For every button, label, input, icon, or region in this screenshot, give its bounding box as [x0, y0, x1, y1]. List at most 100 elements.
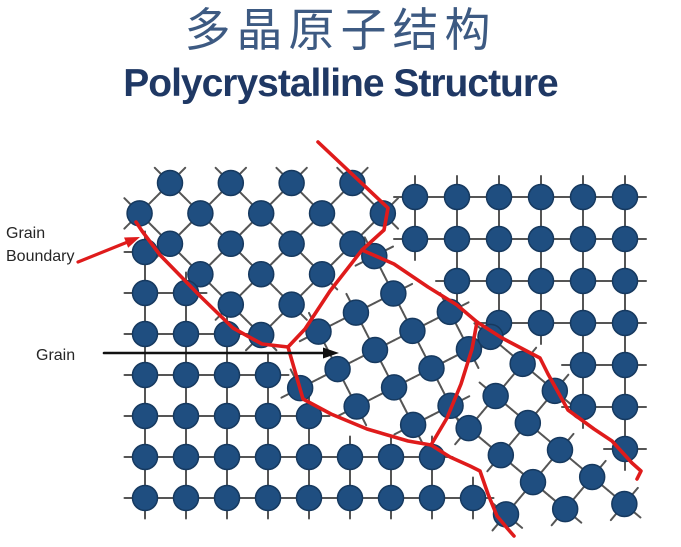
atom [514, 409, 542, 437]
atom [485, 183, 513, 211]
atom [254, 443, 282, 471]
atom [569, 309, 597, 337]
atom [377, 443, 405, 471]
page-title-english: Polycrystalline Structure [123, 62, 559, 105]
atom [308, 260, 336, 288]
atom [611, 225, 639, 253]
grain-arrow [102, 347, 339, 359]
atom [482, 382, 509, 410]
atom [217, 291, 245, 318]
atom [509, 350, 536, 378]
atom [418, 484, 446, 512]
atom [305, 318, 332, 345]
atom [156, 230, 184, 258]
atom [611, 351, 639, 379]
grain-boundary-line-bl-br-boundary [429, 443, 516, 538]
atom [339, 230, 366, 258]
atom [172, 484, 200, 512]
page-title-chinese: 多晶原子结构 [184, 4, 497, 56]
atom [213, 484, 241, 512]
grain-boundary-line-middle-top-right-side [360, 248, 479, 324]
atom [611, 309, 639, 337]
atom [187, 200, 214, 227]
atom [611, 267, 639, 295]
atom [418, 443, 446, 471]
atom [611, 183, 639, 211]
atom [254, 361, 282, 389]
atom [380, 280, 407, 307]
atom [131, 443, 159, 471]
atom [247, 200, 275, 227]
atom [569, 225, 597, 253]
atom [527, 183, 555, 211]
grain-top-left-atoms [126, 169, 397, 349]
atom [324, 355, 351, 383]
atom [611, 490, 638, 518]
atom [131, 361, 159, 389]
grain-boundary-line-right-br-boundary [475, 320, 643, 481]
atom [126, 200, 153, 227]
atom [343, 393, 370, 420]
grain-boundary-line-left-diagonal [134, 220, 290, 349]
atom [213, 402, 241, 430]
atom [527, 267, 555, 295]
atom [401, 183, 429, 211]
atom [485, 225, 513, 253]
atom [217, 169, 245, 197]
atom [131, 238, 159, 266]
atom [443, 183, 471, 211]
atom [247, 260, 275, 288]
grain-boundaries-layer [134, 140, 643, 538]
atom [172, 443, 200, 471]
atom [342, 299, 370, 326]
atom [213, 320, 241, 348]
atom [551, 495, 579, 523]
atom [436, 298, 464, 326]
atom [380, 374, 408, 401]
atom [578, 463, 606, 491]
atom [278, 291, 305, 318]
atom [131, 484, 159, 512]
arrows-layer [76, 237, 339, 359]
atom [459, 484, 487, 512]
atom [254, 402, 282, 430]
atom [339, 169, 366, 197]
atom [487, 441, 515, 469]
atom [519, 468, 547, 496]
atom [399, 411, 427, 439]
atom [131, 402, 159, 430]
atom [443, 267, 471, 295]
atom [308, 200, 336, 227]
atom [443, 225, 471, 253]
atom [278, 169, 305, 197]
grain-boundary-line-middle-right-side [429, 320, 479, 447]
atom [401, 225, 429, 253]
atom [399, 317, 426, 345]
atom [485, 267, 513, 295]
atom [131, 279, 159, 307]
atom [295, 484, 323, 512]
grain-middle-atoms [286, 242, 483, 439]
atom [418, 355, 445, 382]
atom [213, 443, 241, 471]
atom [377, 484, 405, 512]
atom [611, 393, 639, 421]
atoms-layer [126, 169, 639, 528]
grain-boundary-arrow [76, 237, 140, 264]
atom [361, 336, 389, 364]
atom [217, 230, 245, 258]
atom [336, 443, 364, 471]
atom [295, 443, 323, 471]
atom [546, 436, 574, 464]
atom [455, 414, 482, 442]
atom [569, 351, 597, 379]
atom [527, 225, 555, 253]
atom [156, 169, 184, 197]
atom [611, 435, 639, 463]
atom [336, 484, 364, 512]
atom [187, 260, 214, 288]
grain-boundary-label: Grain Boundary [6, 225, 75, 265]
atom [172, 320, 200, 348]
atom [213, 361, 241, 389]
